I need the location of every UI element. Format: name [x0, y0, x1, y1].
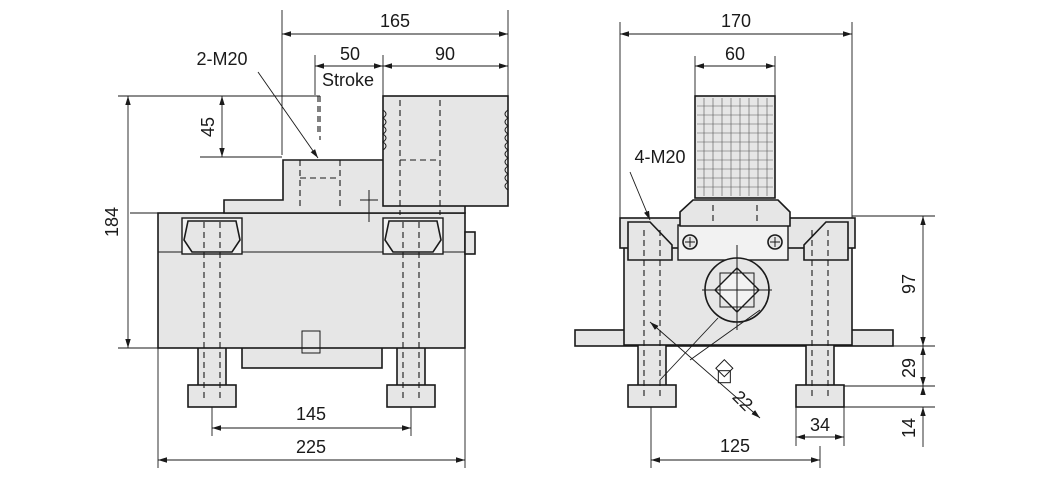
front-lower-lug: [241, 345, 383, 369]
side-bolt-right-foot: [795, 384, 845, 408]
side-right-clamp: [803, 221, 849, 261]
side-jaw-block: [694, 95, 776, 199]
label-thread-front: 2-M20: [196, 49, 247, 69]
side-bolt-right: [805, 339, 835, 389]
dim-body-height-side: 97: [899, 274, 919, 294]
dim-stroke-height: 45: [198, 117, 218, 137]
side-bolt-left: [637, 339, 667, 389]
jaw-knurl-grid: [697, 98, 773, 196]
dim-stroke-value: 50: [340, 44, 360, 64]
dim-total-height: 184: [102, 207, 122, 237]
dim-bolt-spacing-side: 125: [720, 436, 750, 456]
side-bolt-left-foot: [627, 384, 677, 408]
dim-foot-bottom-side: 14: [899, 418, 919, 438]
side-carriage: [679, 199, 791, 227]
dim-overall-width-front: 165: [380, 11, 410, 31]
label-thread-side: 4-M20: [634, 147, 685, 167]
front-bolt-left-foot: [187, 384, 237, 408]
front-nut-left: [183, 220, 241, 253]
side-view: [574, 95, 894, 408]
side-left-clamp: [627, 221, 673, 261]
front-nut-right: [384, 220, 442, 253]
wrench-size-label: 22: [715, 359, 757, 415]
dim-base-width-front: 225: [296, 437, 326, 457]
dim-overall-width-side: 170: [721, 11, 751, 31]
front-jaw-block: [382, 95, 509, 207]
dim-jaw-width-front: 90: [435, 44, 455, 64]
label-wrench-size: 22: [729, 387, 757, 415]
front-side-knob: [464, 231, 476, 255]
front-dimensions: 165 50 90 Stroke 2-M20 45 184 145 225: [102, 10, 509, 468]
dim-bolt-spacing-front: 145: [296, 404, 326, 424]
dim-jaw-width-side: 60: [725, 44, 745, 64]
dim-foot-height-side: 29: [899, 358, 919, 378]
front-view: [130, 95, 509, 408]
dim-foot-width-side: 34: [810, 415, 830, 435]
front-bolt-right-foot: [386, 384, 436, 408]
label-stroke: Stroke: [322, 70, 374, 90]
